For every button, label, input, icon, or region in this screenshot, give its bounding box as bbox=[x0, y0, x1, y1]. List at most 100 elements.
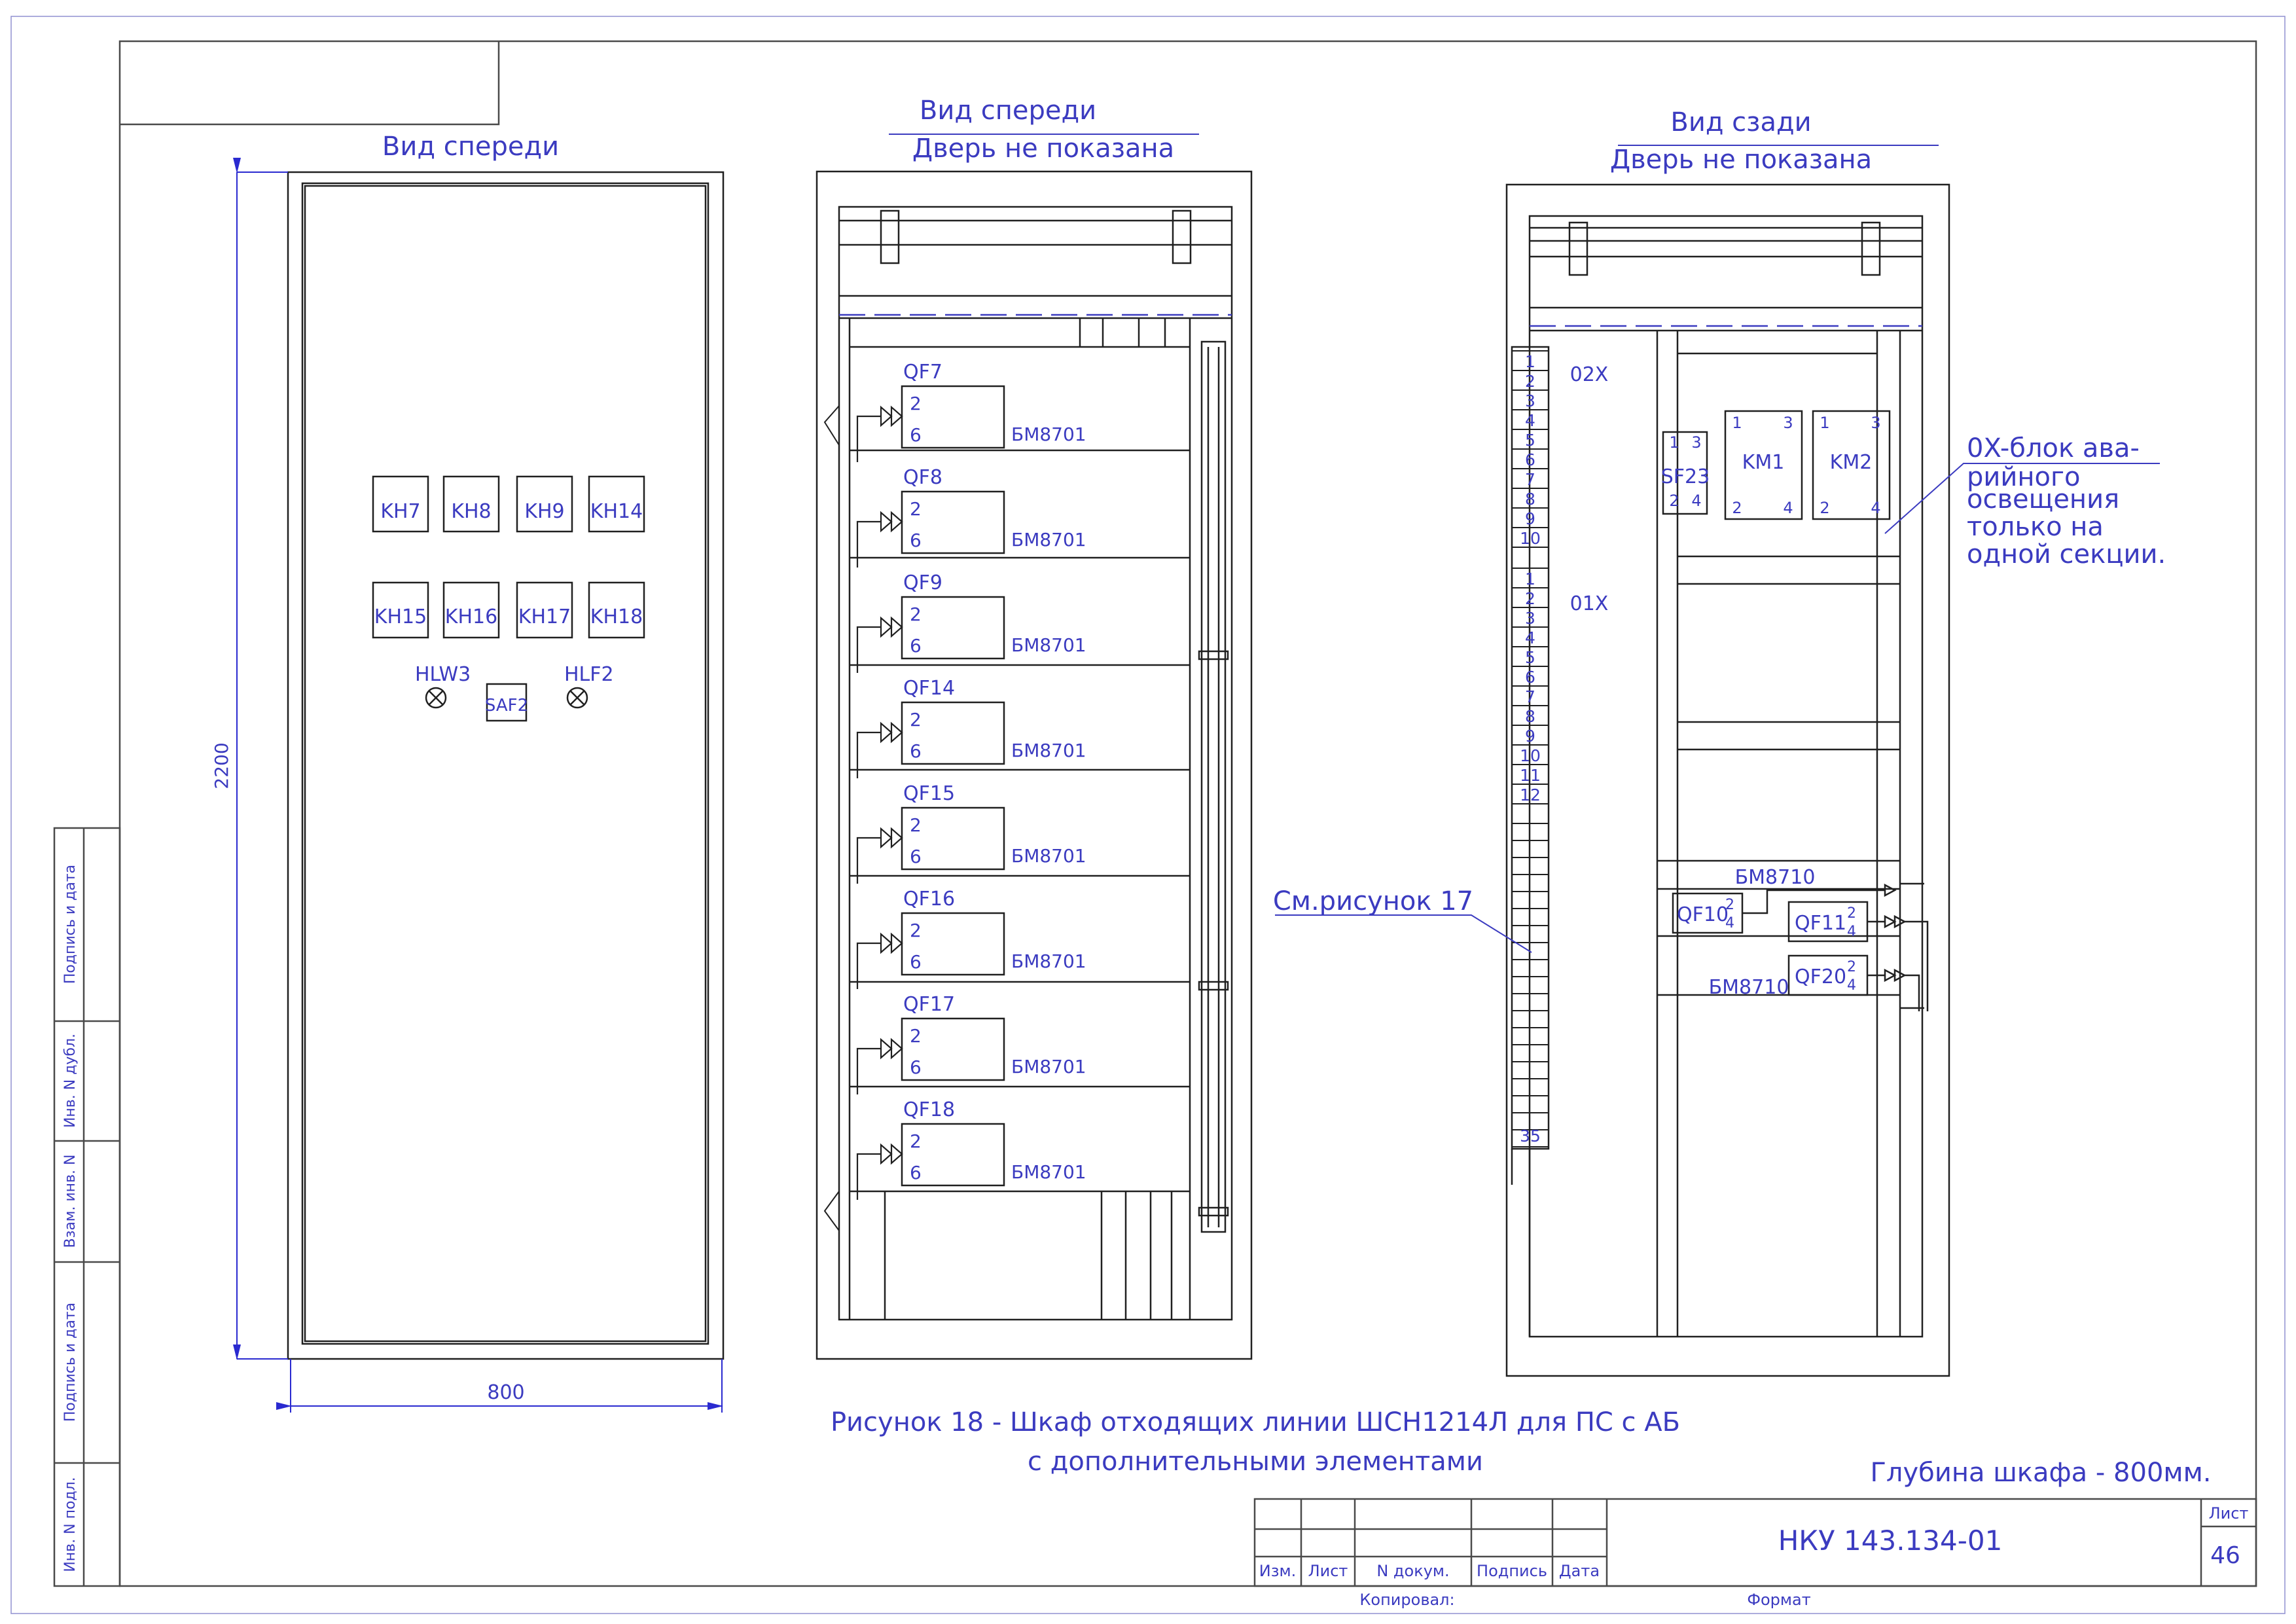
front-view-title: Вид спереди bbox=[382, 132, 559, 162]
sf23-terminal-2: 2 bbox=[1669, 492, 1679, 510]
breaker-qf18-label: QF18 bbox=[903, 1098, 955, 1121]
breaker-qf14-terminal-bottom: 6 bbox=[910, 740, 922, 762]
terminal-02x-terminal-3: 3 bbox=[1525, 391, 1535, 410]
height-dimension-label: 2200 bbox=[211, 742, 232, 789]
breaker-qf7-block: БМ8701 bbox=[1011, 424, 1086, 445]
relay-kh18: KH18 bbox=[590, 605, 643, 628]
stamp-inv-orig: Инв. N подл. bbox=[62, 1477, 79, 1572]
lamp-hlf2-label: HLF2 bbox=[564, 663, 614, 686]
qf10-label: QF10 bbox=[1677, 903, 1729, 926]
terminal-01x-terminal-5: 5 bbox=[1525, 648, 1535, 667]
terminal-01x-terminal-7: 7 bbox=[1525, 687, 1535, 706]
sheet-frame bbox=[10, 16, 2286, 1614]
lamp-hlw3-label: HLW3 bbox=[415, 663, 471, 686]
terminal-01x-terminal-2: 2 bbox=[1525, 589, 1535, 608]
breaker-qf15-terminal-top: 2 bbox=[910, 814, 922, 836]
qf10-terminal-4: 4 bbox=[1725, 915, 1734, 931]
breaker-qf16-terminal-bottom: 6 bbox=[910, 951, 922, 973]
sf23-box bbox=[1662, 431, 1708, 515]
qf11-terminal-2: 2 bbox=[1847, 905, 1856, 922]
breaker-qf17-block: БМ8701 bbox=[1011, 1056, 1086, 1077]
km2-box bbox=[1812, 410, 1891, 520]
relay-kh15: KH15 bbox=[374, 605, 427, 628]
relay-kh7: KH7 bbox=[380, 500, 420, 523]
terminal-01x-terminal-1: 1 bbox=[1525, 569, 1535, 588]
terminal-02x-terminal-8: 8 bbox=[1525, 490, 1535, 509]
width-dimension-label: 800 bbox=[487, 1381, 524, 1404]
bm8710-top-label: БМ8710 bbox=[1735, 866, 1816, 889]
breaker-qf7-label: QF7 bbox=[903, 361, 942, 384]
breaker-qf8-block: БМ8701 bbox=[1011, 529, 1086, 550]
note-line-4: только на bbox=[1967, 512, 2104, 542]
terminal-02x-terminal-5: 5 bbox=[1525, 431, 1535, 450]
middle-view-title: Вид спереди bbox=[920, 96, 1096, 126]
terminal-02x-terminal-10: 10 bbox=[1520, 529, 1541, 548]
title-header-doc: N докум. bbox=[1376, 1562, 1449, 1580]
breaker-qf8-terminal-bottom: 6 bbox=[910, 530, 922, 551]
cabinet-depth-note: Глубина шкафа - 800мм. bbox=[1871, 1458, 2212, 1488]
breaker-qf8-cable-icon bbox=[856, 511, 903, 568]
km2-terminal-3: 3 bbox=[1871, 414, 1880, 432]
km2-terminal-1: 1 bbox=[1820, 414, 1829, 432]
breaker-qf14-terminal-top: 2 bbox=[910, 709, 922, 731]
km1-terminal-4: 4 bbox=[1783, 499, 1793, 517]
qf10-terminal-2: 2 bbox=[1725, 897, 1734, 913]
reference-note: См.рисунок 17 bbox=[1273, 886, 1473, 916]
middle-view: Вид спереди Дверь не показана bbox=[816, 96, 1253, 1360]
terminal-01x-terminal-4: 4 bbox=[1525, 628, 1535, 647]
sf23-terminal-1: 1 bbox=[1669, 433, 1679, 452]
breaker-qf17-label: QF17 bbox=[903, 993, 955, 1016]
terminal-02x-terminal-7: 7 bbox=[1525, 470, 1535, 489]
terminal-strip bbox=[1512, 350, 1549, 1147]
terminal-01x-terminal-8: 8 bbox=[1525, 707, 1535, 726]
switch-saf2 bbox=[486, 683, 528, 722]
front-view: Вид спереди 2200 800 bbox=[211, 132, 725, 1413]
side-stamp-column: Подпись и дата Инв. N дубл. Взам. инв. N… bbox=[53, 827, 121, 1587]
km1-box bbox=[1724, 410, 1803, 520]
km1-terminal-1: 1 bbox=[1732, 414, 1742, 432]
breaker-qf16-terminal-top: 2 bbox=[910, 920, 922, 941]
breaker-qf16-label: QF16 bbox=[903, 888, 955, 911]
breaker-qf9-terminal-top: 2 bbox=[910, 604, 922, 625]
breaker-qf15-cable-icon bbox=[856, 827, 903, 884]
breaker-qf8-label: QF8 bbox=[903, 466, 942, 489]
breaker-qf16-block: БМ8701 bbox=[1011, 950, 1086, 972]
figure-caption: Рисунок 18 - Шкаф отходящих линии ШСН121… bbox=[831, 1407, 1680, 1477]
rear-cabinet-outer bbox=[1505, 183, 1950, 1377]
km1-terminal-3: 3 bbox=[1783, 414, 1793, 432]
terminal-01x-terminal-10: 10 bbox=[1520, 746, 1541, 765]
qf20-terminal-2: 2 bbox=[1847, 959, 1856, 975]
note-line-1: 0X-блок ава- bbox=[1967, 433, 2140, 463]
relay-kh8: KH8 bbox=[451, 500, 491, 523]
breaker-qf14-block: БМ8701 bbox=[1011, 740, 1086, 761]
breaker-qf15-block: БМ8701 bbox=[1011, 845, 1086, 867]
sf23-terminal-3: 3 bbox=[1691, 433, 1701, 452]
caption-line-2: с дополнительными элементами bbox=[1028, 1447, 1483, 1477]
qf20-terminal-4: 4 bbox=[1847, 977, 1856, 994]
breaker-qf9-cable-icon bbox=[856, 616, 903, 673]
km2-terminal-2: 2 bbox=[1820, 499, 1829, 517]
relay-kh16: KH16 bbox=[445, 605, 497, 628]
relay-kh14: KH14 bbox=[590, 500, 643, 523]
breaker-qf8-terminal-top: 2 bbox=[910, 498, 922, 520]
breaker-qf7-cable-icon bbox=[856, 405, 903, 462]
rear-view-title: Вид сзади bbox=[1670, 107, 1811, 137]
qf11-terminal-4: 4 bbox=[1847, 924, 1856, 940]
breaker-qf14-label: QF14 bbox=[903, 677, 955, 700]
breaker-qf9-label: QF9 bbox=[903, 571, 942, 594]
width-dimension bbox=[276, 1359, 723, 1413]
km2-terminal-4: 4 bbox=[1871, 499, 1880, 517]
breaker-qf17-terminal-bottom: 6 bbox=[910, 1056, 922, 1078]
breaker-qf18-terminal-top: 2 bbox=[910, 1130, 922, 1152]
breaker-qf16-cable-icon bbox=[856, 932, 903, 989]
rear-view: Вид сзади Дверь не показана bbox=[1273, 107, 2166, 1377]
breaker-qf15-label: QF15 bbox=[903, 782, 955, 805]
middle-view-subtitle: Дверь не показана bbox=[912, 134, 1174, 164]
qf11-label: QF11 bbox=[1795, 912, 1846, 935]
breaker-qf7-terminal-bottom: 6 bbox=[910, 424, 922, 446]
title-header-signature: Подпись bbox=[1477, 1562, 1547, 1580]
breaker-qf17-cable-icon bbox=[856, 1038, 903, 1094]
km2-label: KM2 bbox=[1830, 451, 1873, 474]
